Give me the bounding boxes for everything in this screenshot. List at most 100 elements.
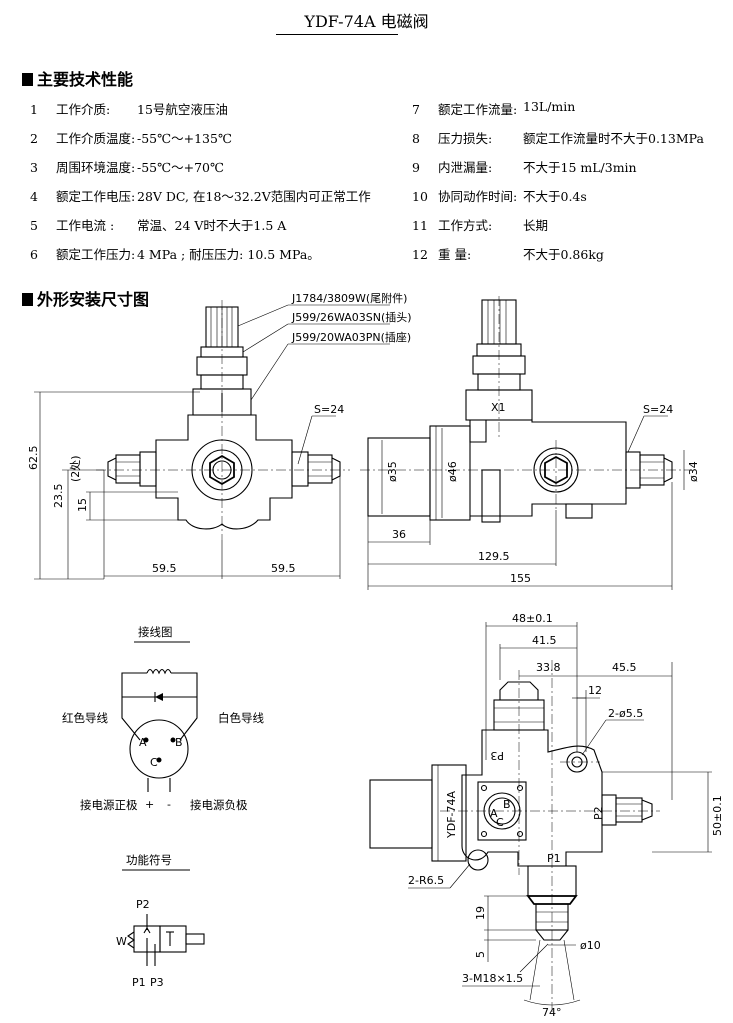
coil-housing [367, 437, 431, 517]
spec-value: 不大于15 mL/3min [523, 160, 637, 175]
dim-59-5-right: 59.5 [271, 562, 296, 575]
fitting-p2 [615, 797, 643, 823]
label-x1: X1 [491, 401, 506, 414]
spec-key: 协同动作时间: [438, 189, 518, 204]
spec-value: 28V DC, 在18～32.2V范围内可正常工作 [137, 189, 371, 204]
spec-value: 4 MPa ; 耐压压力: 10.5 MPa。 [137, 247, 320, 262]
spec-value: 不大于0.4s [523, 189, 587, 204]
square-bullet-icon [22, 73, 33, 86]
spec-value: -55℃～+70℃ [137, 160, 224, 175]
valve-box-right [159, 925, 187, 953]
spec-key: 重 量: [438, 247, 472, 262]
valve-body-bottom [461, 729, 603, 867]
white-wire-label: 白色导线 [218, 711, 264, 725]
connector-label-receptacle: J599/20WA03PN(插座) [291, 330, 411, 344]
spec-number: 4 [30, 189, 38, 204]
title-underline [276, 34, 398, 35]
dim-48: 48±0.1 [512, 612, 553, 625]
bottom-view: YDF-74A A B C P3 P2 P1 [369, 612, 724, 1019]
dim-d34: ø34 [687, 461, 700, 482]
spec-number: 1 [30, 102, 38, 117]
function-symbol: 功能符号 P2 P1 P3 W [116, 853, 205, 989]
dim-36: 36 [392, 528, 406, 541]
positive-label: 接电源正极 [80, 798, 138, 812]
square-bullet-icon [22, 293, 33, 306]
spec-key: 工作介质温度: [56, 131, 136, 146]
spec-number: 12 [412, 247, 428, 262]
spec-number: 9 [412, 160, 420, 175]
coil-housing-bottom [369, 779, 433, 849]
dim-s24-front: S=24 [314, 403, 344, 416]
spec-number: 5 [30, 218, 38, 233]
dim-50: 50±0.1 [711, 795, 724, 836]
dim-155: 155 [510, 572, 531, 585]
dim-d35: ø35 [386, 461, 399, 482]
pin-b-bottom: B [503, 798, 511, 811]
dim-62-5: 62.5 [27, 446, 40, 471]
right-fitting [307, 454, 333, 484]
spec-row: 2 工作介质温度:-55℃～+135℃ [30, 128, 232, 147]
wiring-diagram: 接线图 A B C 红色导线 白色导线 接电源正极 接电源负极 + - [62, 625, 264, 812]
spec-row: 12 重 量: 不大于0.86kg [412, 244, 604, 263]
section-dims-label: 外形安装尺寸图 [37, 290, 150, 309]
dim-holes: 2-ø5.5 [608, 707, 643, 720]
dim-45-5: 45.5 [612, 661, 637, 674]
valve-body-side [469, 419, 627, 517]
dim-d46: ø46 [446, 461, 459, 482]
port-p3-label: P3 [490, 749, 504, 762]
minus-sign: - [167, 798, 171, 811]
pin-c-bottom: C [496, 816, 504, 829]
spec-value: 13L/min [523, 99, 576, 114]
port-p1-label: P1 [547, 852, 561, 865]
spec-value: 长期 [523, 218, 549, 233]
dim-5: 5 [474, 951, 487, 958]
symbol-p2: P2 [136, 898, 150, 911]
spec-number: 7 [412, 102, 420, 117]
spec-number: 6 [30, 247, 38, 262]
dim-d10: ø10 [580, 939, 601, 952]
spec-key: 工作介质: [56, 102, 111, 117]
spec-number: 8 [412, 131, 420, 146]
section-dims-heading: 外形安装尺寸图 [22, 286, 149, 310]
page-title: YDF-74A 电磁阀 [304, 12, 429, 31]
pin-b: B [175, 736, 183, 749]
model-label: YDF-74A [445, 791, 458, 839]
spec-number: 11 [412, 218, 428, 233]
pin-c: C [150, 756, 158, 769]
spec-value: 常温、24 V时不大于1.5 A [137, 218, 287, 233]
side-view: X1 ø35 ø46 ø34 36 12 [360, 296, 700, 590]
dim-23-5: 23.5 [52, 484, 65, 509]
spec-value: -55℃～+135℃ [137, 131, 232, 146]
symbol-p1: P1 [132, 976, 146, 989]
left-fitting [115, 454, 141, 484]
spec-row: 5 工作电流 : 常温、24 V时不大于1.5 A [30, 215, 286, 234]
dim-33-8: 33.8 [536, 661, 561, 674]
dim-59-5-left: 59.5 [152, 562, 177, 575]
symbol-title: 功能符号 [126, 853, 172, 867]
spec-key: 工作电流 : [56, 218, 115, 233]
spec-number: 3 [30, 160, 38, 175]
spec-key: 周围环境温度: [56, 160, 136, 175]
spec-value: 不大于0.86kg [523, 247, 604, 262]
symbol-w: W [116, 935, 127, 948]
spec-number: 2 [30, 131, 38, 146]
solenoid-icon [185, 933, 205, 945]
coil-icon [146, 668, 172, 675]
dim-s24-side: S=24 [643, 403, 673, 416]
spec-row: 3 周围环境温度:-55℃～+70℃ [30, 157, 224, 176]
red-wire-label: 红色导线 [62, 711, 108, 725]
side-flange [429, 425, 471, 521]
dim-thread: 3-M18×1.5 [462, 972, 523, 985]
dim-angle: 74° [542, 1006, 562, 1019]
dim-19: 19 [474, 906, 487, 920]
pin-a-bottom: A [490, 807, 498, 820]
port-p2-label: P2 [592, 806, 605, 820]
section-specs-heading: 主要技术性能 [22, 66, 133, 90]
connector-face [129, 719, 189, 779]
